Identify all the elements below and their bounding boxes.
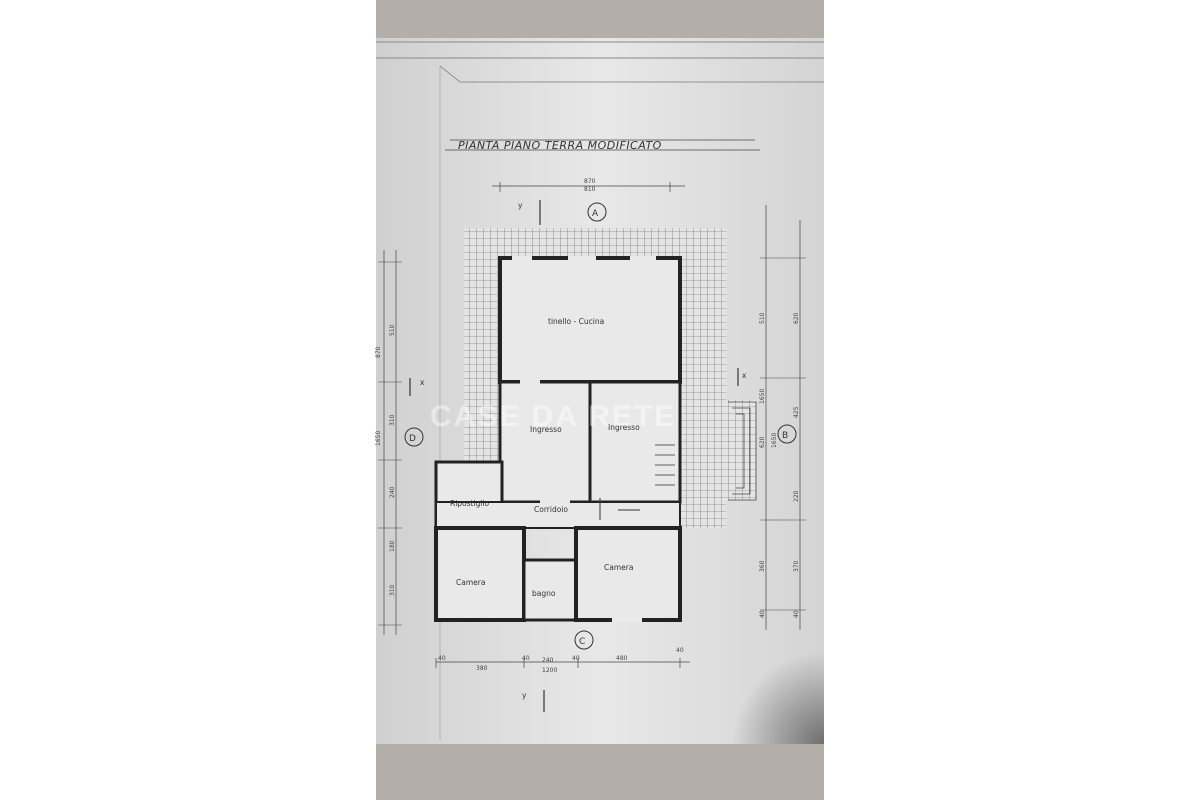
svg-text:1200: 1200 (542, 667, 557, 674)
svg-text:40: 40 (522, 655, 530, 662)
dimension-top: 870 810 (492, 178, 685, 193)
room-label-corridor: Corridoio (534, 505, 568, 514)
dimension-left: 870 510 310 1650 240 180 310 (375, 250, 402, 635)
drawing-title: PIANTA PIANO TERRA MODIFICATO (458, 139, 662, 152)
room-label-bedroom-left: Camera (456, 578, 485, 587)
axis-marker-d: D (404, 427, 424, 447)
room-label-kitchen: tinello - Cucina (548, 317, 604, 326)
room-label-bedroom-right: Camera (604, 563, 633, 572)
room-label-entrance-right: Ingresso (608, 423, 640, 432)
svg-text:220: 220 (793, 490, 800, 502)
svg-text:C: C (579, 637, 585, 647)
entry-steps (728, 401, 757, 501)
svg-text:40: 40 (759, 610, 766, 618)
svg-text:D: D (409, 434, 416, 444)
svg-text:B: B (782, 431, 788, 441)
section-mark-right: x (742, 371, 747, 380)
svg-text:1650: 1650 (375, 431, 382, 446)
svg-text:40: 40 (438, 655, 446, 662)
room-label-entrance-left: Ingresso (530, 425, 562, 434)
svg-text:870: 870 (375, 346, 382, 358)
svg-text:1650: 1650 (771, 433, 778, 448)
svg-text:1650: 1650 (759, 389, 766, 404)
watermark: CASE DA RETE (430, 400, 676, 433)
svg-text:240: 240 (542, 657, 554, 664)
svg-text:180: 180 (389, 540, 396, 552)
building-walls (434, 256, 682, 623)
svg-text:480: 480 (616, 655, 628, 662)
svg-text:360: 360 (759, 560, 766, 572)
svg-text:810: 810 (584, 186, 596, 193)
dimension-right: 510 620 1650 425 620 1650 220 360 370 40… (759, 205, 806, 630)
svg-text:310: 310 (389, 584, 396, 596)
room-label-storage: Ripostiglio (450, 499, 490, 508)
svg-text:620: 620 (793, 312, 800, 324)
svg-text:40: 40 (793, 610, 800, 618)
svg-text:40: 40 (572, 655, 580, 662)
svg-text:240: 240 (389, 486, 396, 498)
svg-text:A: A (592, 209, 599, 219)
section-mark-bottom: y (522, 691, 527, 700)
dimension-bottom: 40 380 40 240 40 480 40 1200 (435, 647, 690, 674)
room-label-bathroom: bagno (532, 589, 556, 598)
svg-text:510: 510 (759, 312, 766, 324)
svg-text:380: 380 (476, 665, 488, 672)
frame-top (376, 41, 824, 59)
svg-text:310: 310 (389, 414, 396, 426)
svg-text:870: 870 (584, 178, 596, 185)
axis-marker-a: A (587, 202, 607, 222)
frame-corner (439, 65, 824, 83)
svg-text:370: 370 (793, 560, 800, 572)
section-mark-left: x (420, 378, 425, 387)
svg-text:510: 510 (389, 324, 396, 336)
svg-text:620: 620 (759, 436, 766, 448)
steps-tiles (726, 400, 756, 500)
axis-marker-c: C (574, 630, 594, 650)
svg-text:40: 40 (676, 647, 684, 654)
svg-text:425: 425 (793, 406, 800, 418)
section-mark-top: y (518, 201, 523, 210)
axis-marker-b: B (777, 424, 797, 444)
